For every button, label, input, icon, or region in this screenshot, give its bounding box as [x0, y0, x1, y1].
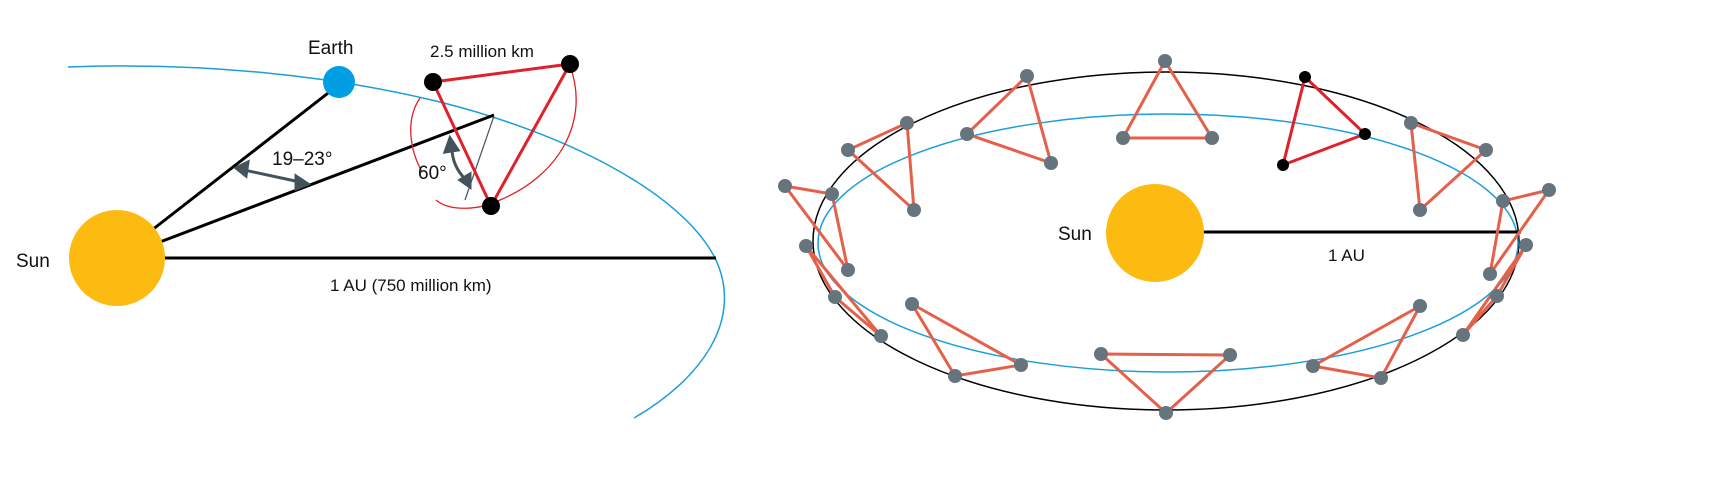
spacecraft	[1496, 194, 1510, 208]
spacecraft	[1306, 359, 1320, 373]
sun-label-right: Sun	[1058, 224, 1092, 245]
earth-label: Earth	[308, 38, 353, 59]
sun-label: Sun	[16, 251, 50, 272]
spacecraft	[900, 116, 914, 130]
spacecraft-1	[424, 73, 442, 91]
constellation-triangle	[964, 73, 1054, 166]
spacecraft	[1456, 328, 1470, 342]
sun-earth-line	[151, 88, 333, 232]
spacecraft	[825, 187, 839, 201]
spacecraft	[1404, 116, 1418, 130]
spacecraft	[828, 290, 842, 304]
constellation-position-10	[1483, 183, 1556, 281]
spacecraft	[1519, 238, 1533, 252]
spacecraft	[1542, 183, 1556, 197]
spacecraft	[841, 143, 855, 157]
constellation-position-2	[960, 69, 1058, 170]
spacecraft	[1158, 54, 1172, 68]
constellation-position-11	[1404, 116, 1493, 217]
spacecraft-2	[561, 55, 579, 73]
distance-label: 1 AU (750 million km)	[330, 276, 492, 295]
spacecraft	[1374, 371, 1388, 385]
spacecraft	[948, 369, 962, 383]
constellation-triangle	[845, 120, 916, 214]
earth	[323, 66, 355, 98]
spacecraft	[874, 329, 888, 343]
constellation-triangle	[804, 245, 883, 338]
spacecraft	[1159, 406, 1173, 420]
earth-orbit	[67, 65, 726, 419]
spacecraft	[778, 179, 792, 193]
constellation-triangle	[1409, 120, 1489, 214]
tilt-angle-arrow	[442, 134, 472, 190]
spacecraft	[1479, 143, 1493, 157]
tilt-angle-label: 60°	[418, 163, 447, 184]
constellation-position-3	[841, 116, 921, 217]
spacecraft	[907, 203, 921, 217]
constellation-position-6	[905, 297, 1028, 383]
distance-label-right: 1 AU	[1328, 246, 1365, 265]
spacecraft	[1277, 159, 1289, 171]
spacecraft	[1483, 267, 1497, 281]
spacecraft	[1359, 128, 1371, 140]
constellation-triangle	[430, 62, 573, 210]
constellation-position-7	[1094, 347, 1237, 420]
active-constellation	[1277, 71, 1371, 171]
constellation-position-4	[778, 179, 855, 277]
spacecraft	[1223, 348, 1237, 362]
spacecraft	[1205, 131, 1219, 145]
constellation-triangle	[1280, 74, 1368, 168]
constellation-triangle	[907, 299, 1026, 378]
trailing-angle-arrow	[233, 159, 312, 192]
sun-right	[1106, 184, 1204, 282]
constellation-position-1	[1116, 54, 1219, 145]
sun	[69, 210, 165, 306]
spacecraft	[1094, 347, 1108, 361]
trailing-angle-label: 19–23°	[272, 149, 332, 170]
spacecraft	[1044, 156, 1058, 170]
spacecraft	[1490, 289, 1504, 303]
sun-constellation-line	[159, 113, 495, 244]
constellation-triangle	[1120, 58, 1215, 140]
spacecraft	[799, 239, 813, 253]
spacecraft	[1014, 358, 1028, 372]
spacecraft	[841, 263, 855, 277]
spacecraft	[1413, 203, 1427, 217]
constellation-position-8	[1306, 299, 1427, 385]
spacecraft-3	[482, 197, 500, 215]
constellation-position-5	[799, 239, 888, 343]
right-panel: Sun 1 AU	[778, 54, 1556, 420]
constellation-triangle	[1488, 187, 1553, 275]
constellation-position-9	[1456, 238, 1533, 342]
spacecraft	[1413, 299, 1427, 313]
spacecraft	[960, 127, 974, 141]
earth-orbit-right	[817, 113, 1519, 373]
spacecraft	[1299, 71, 1311, 83]
constellation-positions	[778, 54, 1556, 420]
constellation-triangle	[1097, 352, 1234, 416]
spacecraft	[905, 297, 919, 311]
triangle-size-label: 2.5 million km	[430, 42, 534, 61]
spacecraft	[1116, 131, 1130, 145]
left-panel: Earth 2.5 million km 19–23° 60° Sun 1 AU…	[16, 38, 726, 419]
constellation-triangle	[781, 183, 850, 271]
spacecraft	[1020, 69, 1034, 83]
constellation-circle	[410, 65, 577, 209]
constellation-triangle	[1308, 302, 1424, 380]
